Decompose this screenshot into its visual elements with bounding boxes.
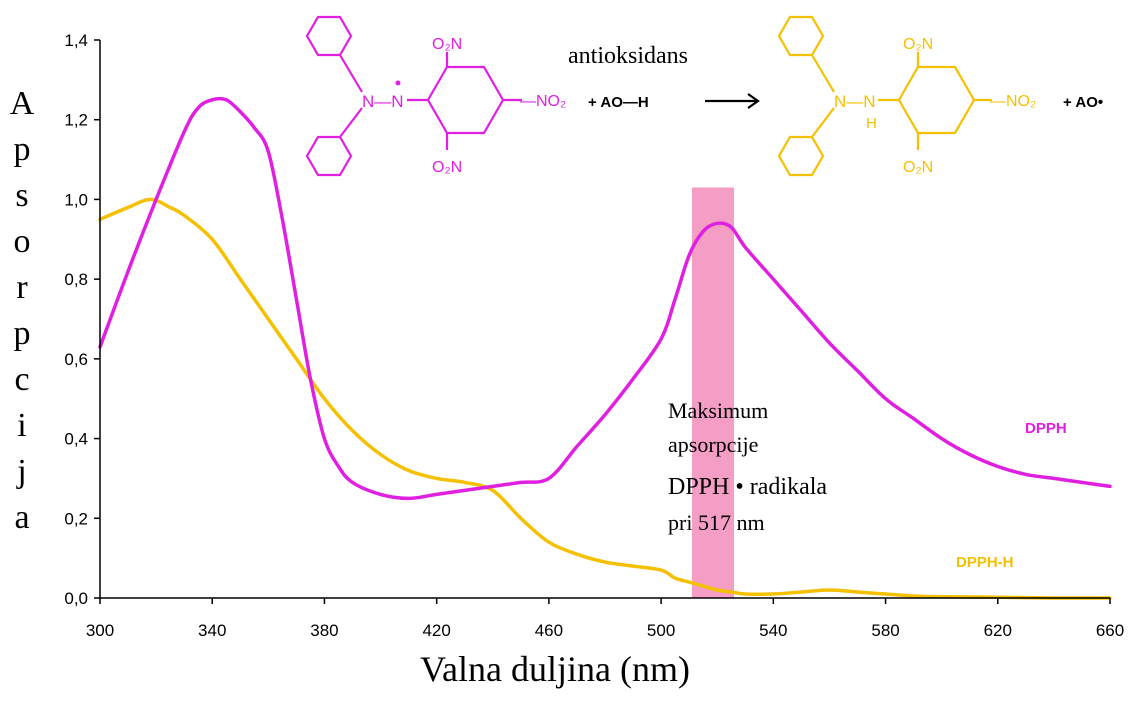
y-axis-title-letter: p bbox=[14, 315, 31, 352]
x-tick-label: 500 bbox=[647, 621, 675, 640]
reaction-scheme: N—N O₂N —NO₂ O₂N + AO—H antioksidans N—N… bbox=[305, 15, 1103, 177]
y-axis-title-letter: r bbox=[16, 269, 28, 306]
x-tick-label: 660 bbox=[1096, 621, 1124, 640]
bond-ring-bottom-n-h bbox=[811, 107, 835, 138]
x-tick-label: 580 bbox=[871, 621, 899, 640]
y-tick-label: 0,6 bbox=[64, 350, 88, 369]
dpph-h-no2-right: —NO₂ bbox=[990, 93, 1036, 110]
series-label-dpph-h: DPPH-H bbox=[956, 554, 1014, 571]
x-tick-label: 540 bbox=[759, 621, 787, 640]
dpph-h-hydrazine-label: N—N bbox=[834, 92, 876, 111]
dpph-h-no2-bottom: O₂N bbox=[903, 159, 933, 176]
product-label: + AO• bbox=[1063, 94, 1103, 111]
series-label-dpph: DPPH bbox=[1025, 420, 1067, 437]
dpph-radical-structure bbox=[305, 15, 522, 177]
radical-dot-icon bbox=[395, 80, 401, 86]
bond-ring-top-n-h bbox=[811, 54, 835, 93]
annotation-line-4: pri 517 nm bbox=[668, 510, 765, 535]
series-line-dpph bbox=[98, 96, 1112, 501]
y-axis-title-letter: j bbox=[16, 453, 26, 490]
x-tick-label: 460 bbox=[535, 621, 563, 640]
max-absorption-band bbox=[691, 187, 735, 598]
dpph-hydrazyl-label: N—N bbox=[362, 92, 404, 111]
y-tick-label: 0,0 bbox=[64, 589, 88, 608]
y-axis-title-letter: s bbox=[15, 177, 28, 214]
y-tick-label: 0,2 bbox=[64, 509, 88, 528]
x-tick-label: 620 bbox=[984, 621, 1012, 640]
y-axis-title-letter: o bbox=[14, 223, 31, 260]
y-tick-label: 0,8 bbox=[64, 270, 88, 289]
dpph-h-no2-top: O₂N bbox=[903, 36, 933, 53]
y-tick-label: 1,0 bbox=[64, 190, 88, 209]
y-axis-title-letter: c bbox=[14, 361, 29, 398]
bond-ring-bottom-n bbox=[339, 107, 363, 138]
annotation-line-2: apsorpcije bbox=[668, 432, 758, 457]
bond-ring-top-n bbox=[339, 54, 363, 93]
x-tick-label: 380 bbox=[310, 621, 338, 640]
y-axis-title-letter: a bbox=[14, 499, 29, 536]
reagent-label: + AO—H bbox=[588, 94, 649, 111]
dpph-no2-bottom: O₂N bbox=[432, 159, 462, 176]
x-tick-label: 300 bbox=[86, 621, 114, 640]
arrow-head bbox=[747, 93, 760, 109]
y-axis-title-letter: i bbox=[17, 407, 26, 444]
x-axis-title: Valna duljina (nm) bbox=[420, 649, 690, 689]
max-absorption-annotation: Maksimum apsorpcije DPPH • radikala pri … bbox=[668, 398, 827, 535]
series-line-dpph-h bbox=[98, 197, 1112, 600]
y-tick-label: 0,4 bbox=[64, 430, 88, 449]
x-tick-label: 340 bbox=[198, 621, 226, 640]
dpph-h-hydrogen-label: H bbox=[866, 115, 877, 132]
annotation-line-3: DPPH • radikala bbox=[668, 474, 827, 500]
series-layer bbox=[98, 96, 1112, 600]
y-axis-title-letter: A bbox=[10, 85, 35, 122]
annotation-line-1: Maksimum bbox=[668, 398, 768, 423]
reaction-arrow-label: antioksidans bbox=[568, 43, 688, 69]
x-tick-label: 420 bbox=[422, 621, 450, 640]
highlight-band-layer bbox=[691, 187, 735, 598]
y-tick-label: 1,2 bbox=[64, 111, 88, 130]
dpph-h-structure bbox=[777, 15, 992, 177]
tick-layer: 300 340 380 420 460 500 540 580 620 660 0,0 0,2 0,4 0… bbox=[64, 31, 1124, 640]
dpph-no2-right: —NO₂ bbox=[520, 93, 566, 110]
dpph-no2-top: O₂N bbox=[432, 36, 462, 53]
reaction-arrow-icon bbox=[705, 93, 760, 109]
y-tick-label: 1,4 bbox=[64, 31, 88, 50]
y-axis-title-letter: p bbox=[14, 131, 31, 168]
